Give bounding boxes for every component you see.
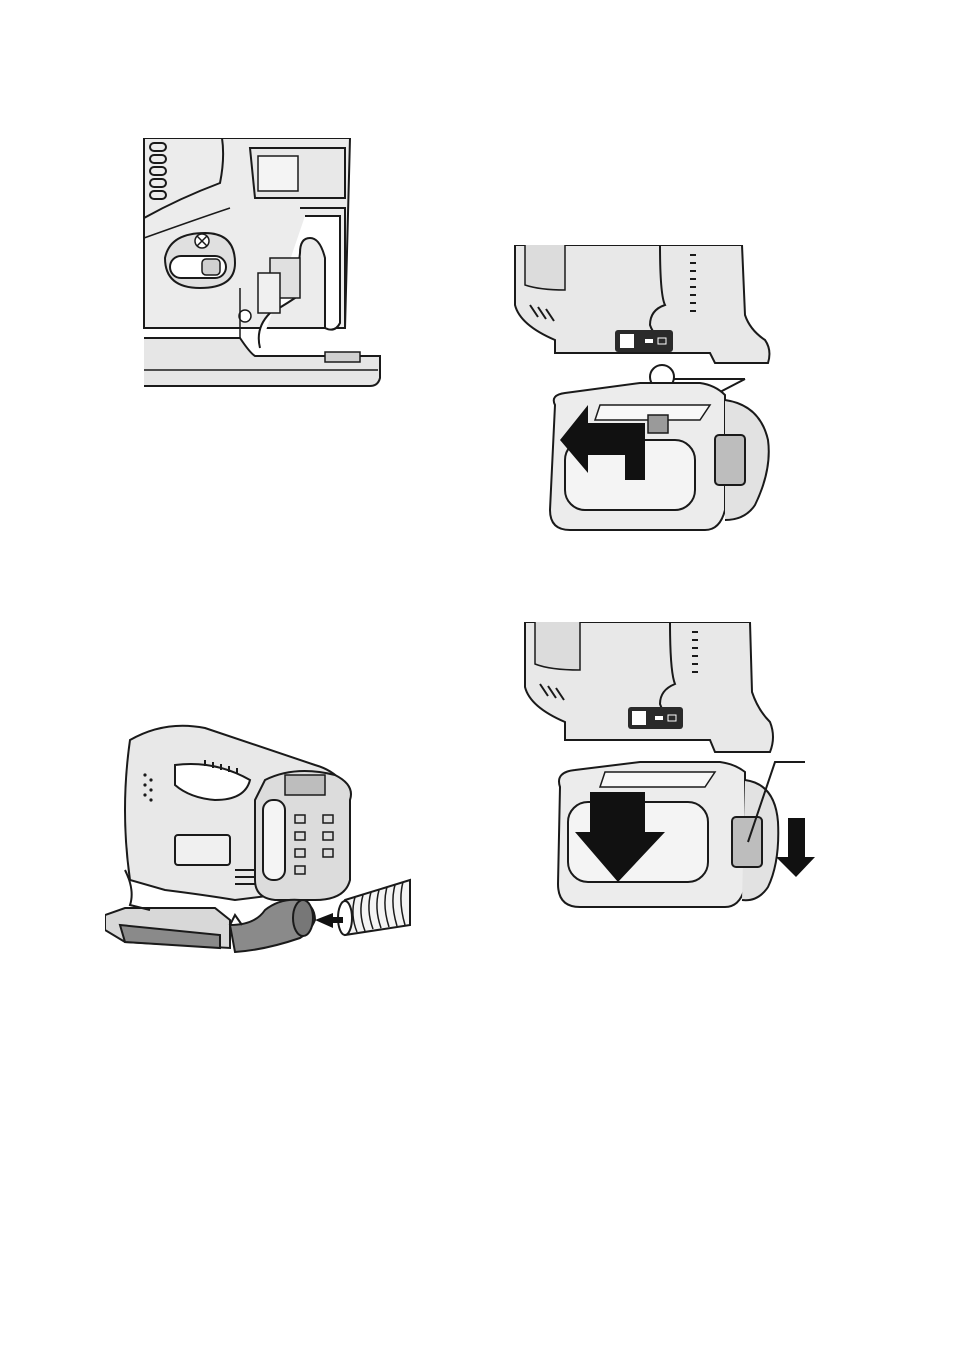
battery-release-figure: [520, 622, 820, 912]
dust-nozzle-icon: [105, 720, 425, 960]
dust-nozzle-figure: [105, 720, 425, 960]
blade-clamp-icon: [140, 138, 385, 390]
battery-release-icon: [520, 622, 820, 912]
battery-slide-icon: [510, 245, 775, 533]
battery-remove-figure: [510, 245, 775, 533]
blade-clamp-figure: [140, 138, 385, 390]
